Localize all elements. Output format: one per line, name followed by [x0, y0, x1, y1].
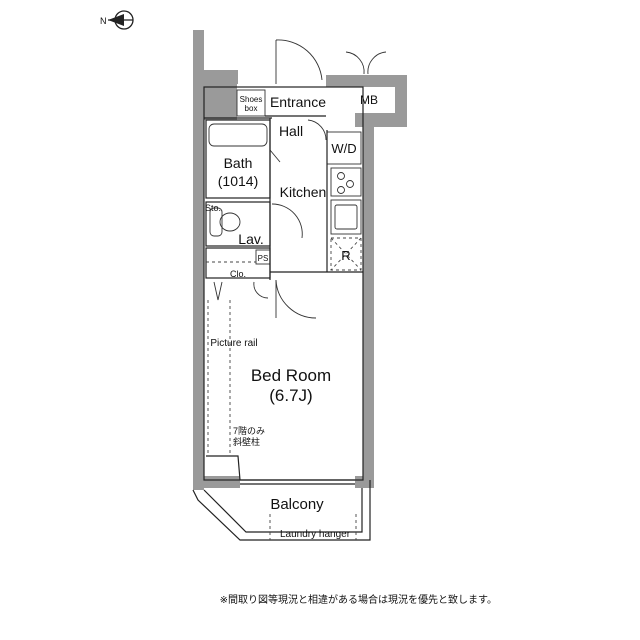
refrigerator-space	[330, 237, 362, 271]
balcony-label: Balcony	[270, 496, 324, 513]
north-arrow-icon: N	[100, 10, 134, 30]
bedroom-door-arc	[275, 279, 317, 319]
wall-bottom-right	[355, 476, 374, 488]
picture-rail-label: Picture rail	[210, 338, 257, 349]
wall-right	[363, 120, 374, 480]
refrigerator-label: R	[341, 248, 350, 263]
ps-label: PS	[258, 254, 269, 263]
north-label: N	[100, 16, 107, 26]
entrance-label: Entrance	[270, 94, 326, 110]
hall-label: Hall	[279, 123, 303, 139]
wall-left	[193, 120, 204, 490]
bedroom-label: Bed Room	[251, 366, 331, 385]
pillar-note-line2: 斜壁柱	[233, 436, 260, 447]
bath-size-label: (1014)	[218, 173, 258, 189]
wall-top-right	[326, 75, 406, 87]
wall-entrance-left	[193, 70, 238, 84]
wall-shoebox-block	[193, 84, 237, 120]
laundry-hanger-label: Laundry hanger	[280, 529, 351, 540]
mb-label: MB	[360, 93, 378, 107]
closet-label: Clo.	[230, 269, 246, 279]
wd-label: W/D	[331, 141, 356, 156]
wall-mb-bottom	[355, 113, 407, 127]
balcony-outline	[192, 480, 371, 541]
bath-label: Bath	[224, 155, 253, 171]
lav-door-arc	[271, 203, 303, 239]
room-labels: Shoes box Entrance MB Hall W/D Bath (101…	[205, 93, 378, 540]
kitchen-sink-icon	[330, 199, 362, 235]
toilet-tank	[209, 207, 223, 237]
bathtub-icon	[208, 123, 268, 147]
kitchen-label: Kitchen	[280, 184, 327, 200]
shoes-box	[236, 89, 266, 117]
lav-label: Lav.	[238, 231, 263, 247]
entrance-door-arc	[275, 39, 323, 81]
toilet-icon	[219, 212, 241, 232]
stove-icon	[330, 167, 362, 197]
interior-lines	[192, 39, 387, 541]
wall-bottom-left	[204, 476, 240, 488]
hall-door-arc	[307, 119, 327, 141]
storage-label: Sto.	[205, 203, 221, 213]
bedroom-size-label: (6.7J)	[269, 386, 312, 405]
shoes-box-label-2: box	[245, 104, 258, 113]
pillar-note-line1: 7階のみ	[233, 426, 265, 436]
shoes-box-label-1: Shoes	[240, 95, 263, 104]
walls	[193, 30, 407, 490]
footnote: ※間取り図等現況と相違がある場合は現況を優先と致します。	[220, 593, 497, 606]
